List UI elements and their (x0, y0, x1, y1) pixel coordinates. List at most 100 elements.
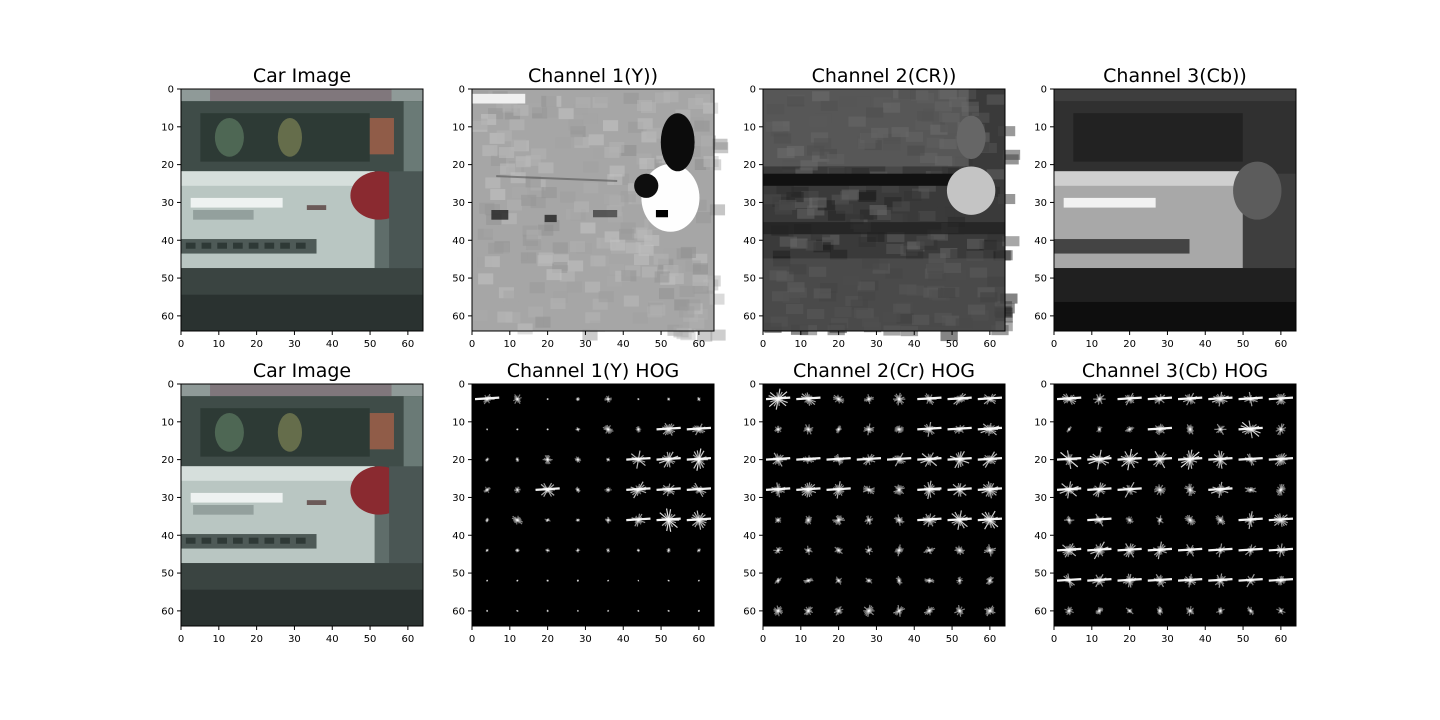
axes-frame (762, 88, 1006, 332)
x-tick-label: 40 (1199, 634, 1212, 645)
x-tick-label: 60 (1275, 339, 1288, 350)
y-tick-label: 30 (161, 493, 174, 504)
panel-image-car (181, 384, 423, 626)
x-tick-label: 50 (1237, 339, 1250, 350)
panel-title: Channel 1(Y) HOG (507, 360, 680, 382)
x-tick-label: 10 (1085, 339, 1098, 350)
x-tick-label: 0 (1051, 339, 1057, 350)
x-tick-label: 30 (1161, 339, 1174, 350)
y-tick-label: 0 (1041, 380, 1047, 391)
x-tick-label: 50 (1237, 634, 1250, 645)
x-tick-label: 50 (946, 339, 959, 350)
panel-image-hog1 (472, 384, 714, 626)
panel-title: Channel 3(Cb)) (1103, 65, 1247, 87)
panel-title: Channel 2(CR)) (812, 65, 957, 87)
x-tick-label: 50 (364, 339, 377, 350)
y-tick-label: 50 (1034, 569, 1047, 580)
y-tick-label: 20 (1034, 455, 1047, 466)
y-tick-label: 0 (459, 85, 465, 96)
x-tick-label: 40 (326, 339, 339, 350)
y-tick-label: 50 (161, 569, 174, 580)
x-tick-label: 20 (832, 634, 845, 645)
x-tick-label: 0 (178, 339, 184, 350)
x-tick-label: 0 (469, 634, 475, 645)
y-tick-label: 40 (161, 531, 174, 542)
y-tick-label: 0 (750, 380, 756, 391)
y-tick-label: 20 (452, 160, 465, 171)
y-tick-label: 40 (161, 236, 174, 247)
y-tick-label: 40 (743, 236, 756, 247)
y-tick-label: 60 (743, 606, 756, 617)
x-tick-label: 20 (832, 339, 845, 350)
x-tick-label: 30 (870, 339, 883, 350)
x-tick-label: 50 (364, 634, 377, 645)
y-tick-label: 0 (168, 380, 174, 391)
y-tick-label: 30 (743, 198, 756, 209)
y-tick-label: 60 (161, 311, 174, 322)
y-tick-label: 50 (743, 569, 756, 580)
y-tick-label: 0 (750, 85, 756, 96)
y-tick-label: 30 (743, 493, 756, 504)
panel-title: Channel 1(Y)) (528, 65, 658, 87)
panel-image-car (181, 89, 423, 331)
y-tick-label: 60 (452, 311, 465, 322)
y-tick-label: 40 (1034, 236, 1047, 247)
y-tick-label: 60 (743, 311, 756, 322)
x-tick-label: 60 (402, 339, 415, 350)
x-tick-label: 0 (469, 339, 475, 350)
x-tick-label: 10 (794, 634, 807, 645)
x-tick-label: 60 (984, 634, 997, 645)
y-tick-label: 40 (1034, 531, 1047, 542)
y-tick-label: 50 (743, 274, 756, 285)
panel-image-cb (1054, 89, 1296, 331)
y-tick-label: 10 (1034, 417, 1047, 428)
y-tick-label: 20 (161, 455, 174, 466)
y-tick-label: 50 (161, 274, 174, 285)
y-tick-label: 30 (1034, 493, 1047, 504)
x-tick-label: 40 (617, 634, 630, 645)
x-tick-label: 10 (212, 634, 225, 645)
y-tick-label: 40 (743, 531, 756, 542)
y-tick-label: 60 (161, 606, 174, 617)
y-tick-label: 20 (1034, 160, 1047, 171)
y-tick-label: 20 (743, 455, 756, 466)
y-tick-label: 10 (161, 122, 174, 133)
panel-image-hog3 (1054, 384, 1296, 626)
y-tick-label: 50 (452, 274, 465, 285)
y-tick-label: 0 (1041, 85, 1047, 96)
x-tick-label: 50 (655, 634, 668, 645)
x-tick-label: 20 (1123, 339, 1136, 350)
x-tick-label: 60 (402, 634, 415, 645)
x-tick-label: 10 (1085, 634, 1098, 645)
y-tick-label: 10 (743, 122, 756, 133)
x-tick-label: 60 (984, 339, 997, 350)
panel-image-hog2 (763, 384, 1005, 626)
y-tick-label: 10 (452, 417, 465, 428)
x-tick-label: 10 (794, 339, 807, 350)
panel-image-cr (763, 89, 1021, 342)
x-tick-label: 0 (178, 634, 184, 645)
y-tick-label: 30 (161, 198, 174, 209)
y-tick-label: 20 (452, 455, 465, 466)
axes-frame (180, 383, 424, 627)
y-tick-label: 0 (459, 380, 465, 391)
panel-title: Channel 3(Cb) HOG (1082, 360, 1268, 382)
axes-frame (471, 383, 715, 627)
panel-image-y (472, 89, 729, 342)
x-tick-label: 0 (1051, 634, 1057, 645)
x-tick-label: 30 (1161, 634, 1174, 645)
axes-frame (762, 383, 1006, 627)
x-tick-label: 40 (1199, 339, 1212, 350)
x-tick-label: 0 (760, 634, 766, 645)
x-tick-label: 20 (541, 634, 554, 645)
panel-title: Car Image (253, 360, 351, 382)
x-tick-label: 30 (579, 339, 592, 350)
y-tick-label: 0 (168, 85, 174, 96)
panel-title: Car Image (253, 65, 351, 87)
y-tick-label: 50 (452, 569, 465, 580)
